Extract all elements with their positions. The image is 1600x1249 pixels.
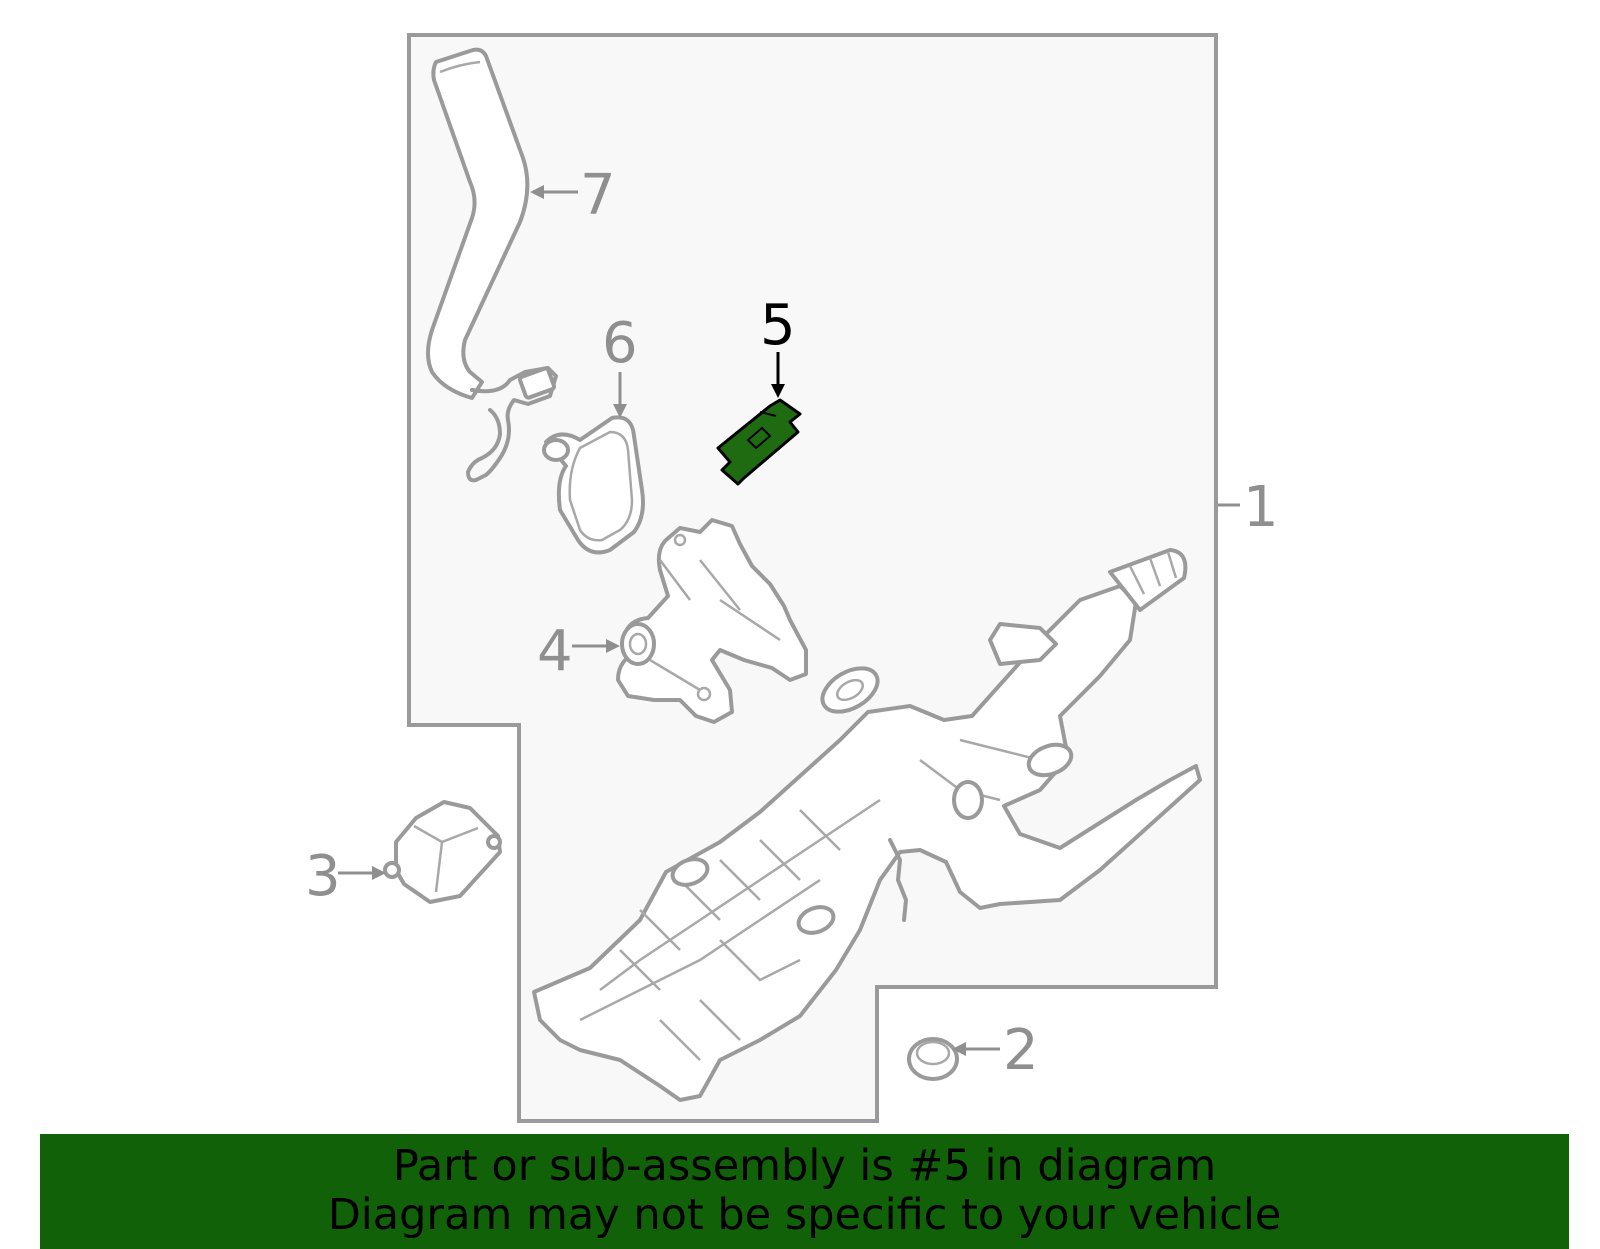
banner-line-1: Part or sub-assembly is #5 in diagram bbox=[392, 1141, 1217, 1191]
callout-3: 3 bbox=[305, 844, 341, 909]
part-7-lever bbox=[426, 47, 558, 483]
arrowhead-6 bbox=[613, 404, 627, 418]
arrowhead-7 bbox=[530, 185, 544, 199]
callout-6: 6 bbox=[602, 311, 638, 376]
banner-line-2: Diagram may not be specific to your vehi… bbox=[327, 1190, 1282, 1240]
steering-column bbox=[532, 548, 1202, 1102]
arrowhead-2 bbox=[952, 1042, 966, 1056]
part-3-bracket bbox=[383, 800, 502, 904]
arrowhead-5 bbox=[771, 384, 785, 398]
part-5-switch bbox=[716, 398, 802, 486]
info-banner: Part or sub-assembly is #5 in diagram Di… bbox=[40, 1134, 1569, 1249]
callout-2: 2 bbox=[1003, 1018, 1039, 1083]
part-4-housing bbox=[616, 518, 808, 724]
callout-1: 1 bbox=[1243, 475, 1279, 540]
callout-leaders bbox=[338, 185, 1240, 1056]
callout-7: 7 bbox=[580, 163, 616, 228]
callout-5: 5 bbox=[760, 293, 796, 358]
part-6-cover bbox=[542, 415, 645, 555]
part-2-grommet bbox=[907, 1037, 959, 1081]
arrowhead-4 bbox=[606, 639, 620, 653]
arrowhead-3 bbox=[372, 866, 386, 880]
callout-4: 4 bbox=[537, 619, 573, 684]
